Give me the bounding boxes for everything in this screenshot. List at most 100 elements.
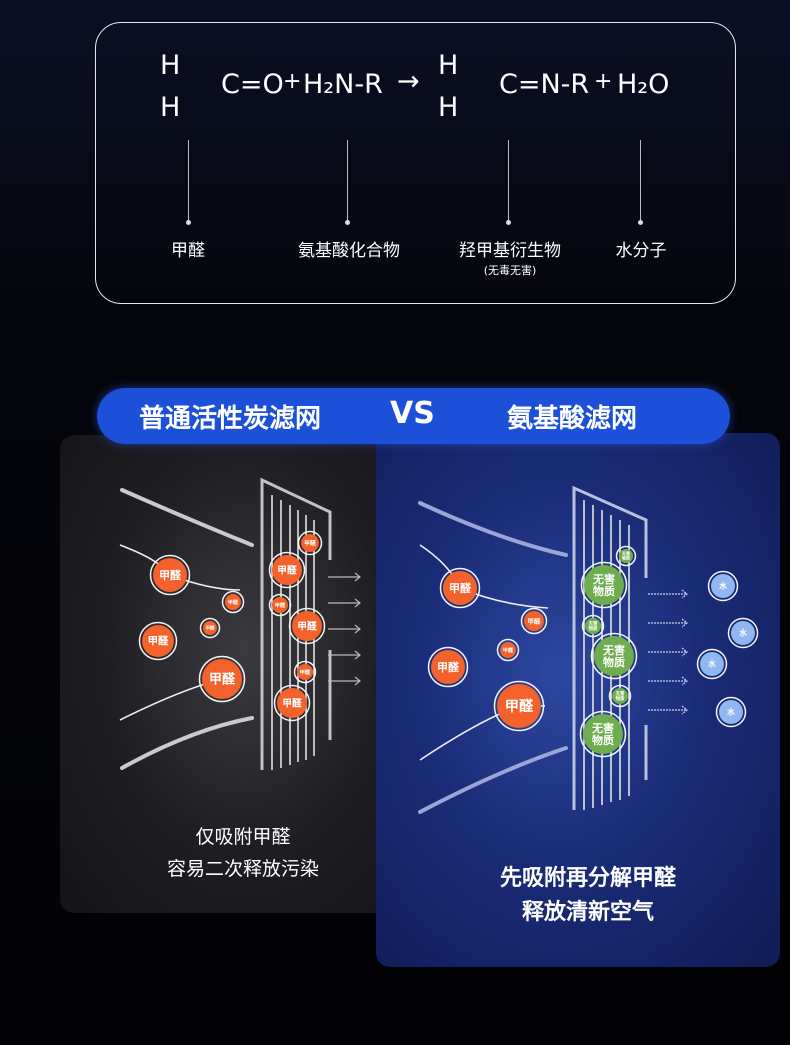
- outflow-arrows-left: [328, 572, 361, 686]
- particle-label: 甲醛: [304, 539, 316, 547]
- particle-label: 无害: [588, 620, 598, 627]
- pointer-line: [640, 140, 641, 222]
- particle-ring: [268, 593, 292, 617]
- particle-body: [272, 597, 288, 613]
- particle-label: 无害: [621, 550, 630, 556]
- pointer-line: [347, 140, 348, 222]
- water-particle: 水: [727, 617, 759, 649]
- particle-ring: [427, 646, 469, 688]
- particle-body: [594, 636, 634, 676]
- particle-label: 甲醛: [159, 568, 182, 582]
- particle-label: 物质: [616, 695, 625, 702]
- particle-body: [292, 611, 322, 641]
- filter-frame-right: [572, 485, 648, 810]
- particle-ring: [581, 614, 605, 638]
- right-caption-line2: 释放清新空气: [521, 900, 655, 925]
- formaldehyde-particle: 甲醛: [288, 607, 326, 645]
- pointer-dot: [506, 220, 511, 225]
- particle-body: [225, 594, 241, 610]
- formaldehyde-particle: 甲醛: [273, 684, 311, 722]
- particle-label: 甲醛: [300, 668, 311, 676]
- formula-imine: C=N-R: [499, 69, 590, 100]
- particle-body: [524, 611, 544, 631]
- formaldehyde-particle: 甲醛: [496, 638, 520, 662]
- particle-body: [731, 621, 755, 645]
- particle-ring: [493, 680, 545, 732]
- formaldehyde-particle: 甲醛: [297, 530, 323, 556]
- particle-body: [202, 659, 242, 699]
- particle-label: 物质: [622, 555, 630, 561]
- particle-body: [203, 621, 217, 635]
- particle-label: 水: [719, 581, 727, 591]
- particle-body: [431, 650, 465, 684]
- particle-body: [619, 549, 633, 563]
- particle-body: [585, 618, 601, 634]
- formaldehyde-particle: 甲醛: [439, 567, 481, 609]
- airflow-curves-right: [418, 501, 568, 814]
- pointer-dot: [345, 220, 350, 225]
- particle-ring: [198, 655, 246, 703]
- particle-ring: [288, 607, 326, 645]
- particle-ring: [149, 554, 191, 596]
- particle-label: 物质: [593, 584, 615, 598]
- formaldehyde-particle: 甲醛: [149, 554, 191, 596]
- particle-label: 甲醛: [275, 601, 286, 609]
- particle-label: 甲醛: [148, 635, 169, 648]
- particle-ring: [715, 696, 747, 728]
- particle-ring: [590, 632, 638, 680]
- particle-body: [612, 688, 628, 704]
- particle-label: 水: [727, 707, 735, 717]
- formaldehyde-particle: 甲醛: [520, 607, 548, 635]
- formaldehyde-particle: 甲醛: [199, 617, 221, 639]
- particle-body: [142, 625, 174, 657]
- particle-ring: [608, 684, 632, 708]
- right-caption-line1: 先吸附再分解甲醛: [499, 866, 677, 891]
- formula-h: H: [438, 50, 459, 81]
- particle-body: [500, 642, 516, 658]
- particle-label: 物质: [592, 733, 614, 747]
- particle-label: 水: [739, 628, 747, 638]
- airflow-curves-left: [120, 488, 254, 770]
- particle-ring: [520, 607, 548, 635]
- particle-ring: [615, 545, 637, 567]
- particle-ring: [707, 570, 739, 602]
- particle-label: 甲醛: [282, 696, 302, 709]
- particle-label: 甲醛: [205, 625, 215, 632]
- formaldehyde-particle: 甲醛: [268, 593, 292, 617]
- particle-label: 甲醛: [449, 581, 472, 595]
- water-particle: 水: [707, 570, 739, 602]
- banner-vs: VS: [390, 396, 435, 431]
- particle-body: [719, 700, 743, 724]
- formaldehyde-particle: 甲醛: [138, 621, 178, 661]
- particle-label: 无害: [602, 643, 625, 657]
- formaldehyde-particle: 甲醛: [268, 551, 306, 589]
- particle-label: 甲醛: [228, 598, 239, 606]
- banner-left-title: 普通活性炭滤网: [139, 404, 322, 434]
- formaldehyde-particle: 甲醛: [221, 590, 245, 614]
- formula-plus: +: [594, 69, 613, 94]
- particle-label: 甲醛: [528, 616, 542, 625]
- formula-amine: H₂N-R: [303, 69, 383, 100]
- particle-ring: [138, 621, 178, 661]
- left-caption-line2: 容易二次释放污染: [166, 858, 320, 880]
- legend-formaldehyde: 甲醛: [171, 241, 205, 261]
- particle-label: 无害: [592, 572, 615, 586]
- particle-body: [277, 688, 307, 718]
- formaldehyde-particle: 甲醛: [198, 655, 246, 703]
- particle-label: 无害: [615, 690, 625, 697]
- particle-label: 甲醛: [209, 672, 236, 688]
- particle-body: [584, 565, 624, 605]
- particle-ring: [297, 530, 323, 556]
- pointer-dot: [638, 220, 643, 225]
- particle-label: 物质: [603, 655, 625, 669]
- particle-label: 水: [708, 659, 716, 669]
- formula-h: H: [160, 92, 181, 123]
- particle-ring: [496, 638, 520, 662]
- pointer-dot: [186, 220, 191, 225]
- formaldehyde-particle: 甲醛: [293, 660, 317, 684]
